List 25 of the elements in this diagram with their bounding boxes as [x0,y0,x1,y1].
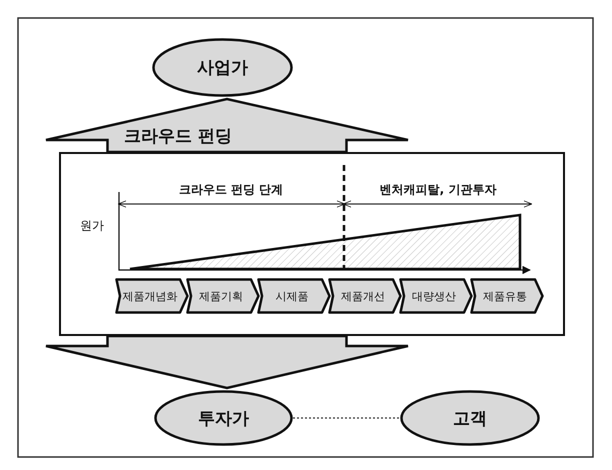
block-arrow [44,98,410,154]
node-label: 고객 [453,408,487,430]
chevron-step [115,278,189,314]
node-label: 투자가 [198,408,249,430]
chevron-step [399,278,473,314]
chevron-step [328,278,402,314]
node-label: 제품유통 [483,288,528,304]
ellipse-node [400,390,540,446]
chevron-step [257,278,331,314]
node-label: 시제품 [276,288,310,304]
node-label: 제품기획 [199,288,244,304]
ellipse-node [154,390,293,446]
block-arrow [44,334,410,390]
node-label: 제품개선 [341,288,386,304]
node-label: 대량생산 [412,288,457,304]
text-label: 크라우드 펀딩 단계 [178,182,284,198]
text-label: 원가 [80,218,104,234]
node-label: 제품개념화 [122,288,178,304]
chevron-step [470,278,544,314]
chevron-step [186,278,260,314]
ellipse-node [152,38,293,97]
stage-panel [59,152,565,336]
node-label: 사업가 [197,57,248,79]
edge-label: 크라우드 펀딩 [124,126,232,148]
text-label: 벤처캐피탈, 기관투자 [380,182,496,198]
